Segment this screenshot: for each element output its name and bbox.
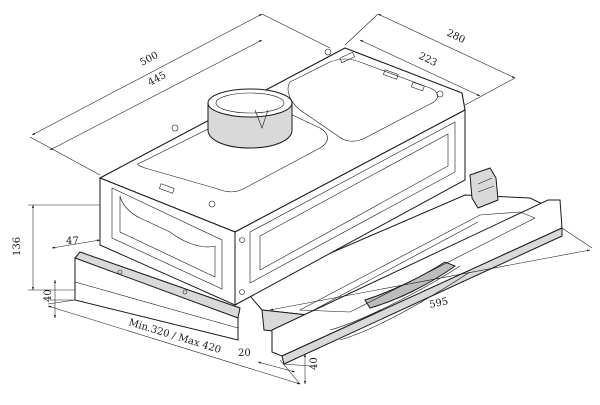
dim-depth-body: 445	[146, 70, 168, 89]
dim-width-inner: 223	[417, 51, 439, 69]
exhaust-collar	[207, 88, 293, 149]
dim-width-top: 280	[445, 28, 467, 46]
dim-height-offset: 47	[66, 236, 79, 247]
dim-front-height-left: 40	[43, 289, 54, 302]
dim-width-front: 595	[428, 296, 449, 311]
dim-depth-total: 500	[138, 50, 160, 69]
dim-front-depth: 20	[238, 348, 251, 359]
dim-height-total: 136	[12, 237, 23, 256]
dim-front-height-right: 40	[309, 357, 320, 370]
dimension-lines	[28, 13, 593, 385]
